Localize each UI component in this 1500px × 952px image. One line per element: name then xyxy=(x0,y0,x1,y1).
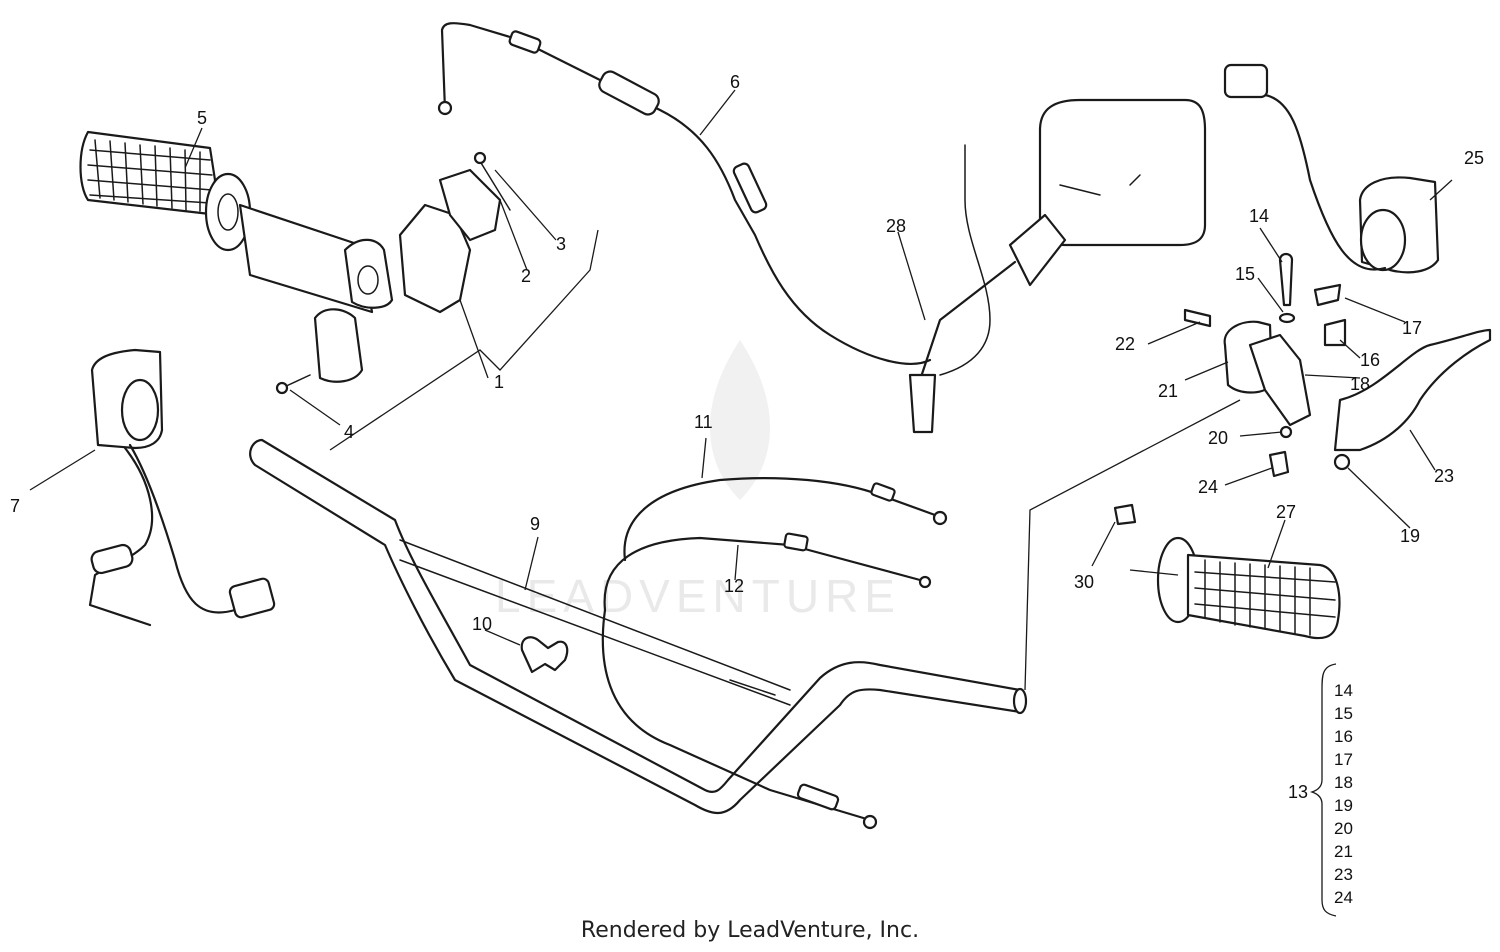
brake-cable xyxy=(601,477,948,830)
mirror xyxy=(908,98,1207,434)
callout-15: 15 xyxy=(1235,264,1255,284)
handlebar xyxy=(249,438,1028,815)
callout-28: 28 xyxy=(886,216,906,236)
right-grip xyxy=(1129,536,1341,640)
callout-19: 19 xyxy=(1400,526,1420,546)
callout-2: 2 xyxy=(521,266,531,286)
assembly-13-list: 13 14 15 16 17 18 19 20 21 23 24 xyxy=(1288,663,1353,917)
assembly-item: 18 xyxy=(1334,773,1353,792)
callout-24: 24 xyxy=(1198,477,1218,497)
callout-25: 25 xyxy=(1464,148,1484,168)
callout-27: 27 xyxy=(1276,502,1296,522)
callout-3: 3 xyxy=(556,234,566,254)
footer-credit: Rendered by LeadVenture, Inc. xyxy=(580,918,920,943)
assembly-item: 24 xyxy=(1334,888,1353,907)
callout-6: 6 xyxy=(730,72,740,92)
callout-12: 12 xyxy=(724,576,744,596)
callout-10: 10 xyxy=(472,614,492,634)
throttle-grip xyxy=(79,130,394,314)
assembly-item: 19 xyxy=(1334,796,1353,815)
callout-18: 18 xyxy=(1350,374,1370,394)
callout-16: 16 xyxy=(1360,350,1380,370)
watermark-text: LEADVENTURE xyxy=(495,570,901,622)
assembly-item: 20 xyxy=(1334,819,1353,838)
throttle-cable xyxy=(437,22,932,365)
callout-20: 20 xyxy=(1208,428,1228,448)
right-switch xyxy=(1223,63,1440,274)
callout-1: 1 xyxy=(494,372,504,392)
callout-7: 7 xyxy=(10,496,20,516)
assembly-item: 16 xyxy=(1334,727,1353,746)
callout-9: 9 xyxy=(530,514,540,534)
callout-30: 30 xyxy=(1074,572,1094,592)
left-switch xyxy=(88,348,276,627)
assembly-item: 23 xyxy=(1334,865,1353,884)
assembly-item: 14 xyxy=(1334,681,1353,700)
callout-23: 23 xyxy=(1434,466,1454,486)
callout-22: 22 xyxy=(1115,334,1135,354)
bar-clamp xyxy=(520,636,569,674)
assembly-item: 21 xyxy=(1334,842,1353,861)
assembly-item: 15 xyxy=(1334,704,1353,723)
assembly-13-label: 13 xyxy=(1288,782,1308,802)
assembly-item: 17 xyxy=(1334,750,1353,769)
callout-11: 11 xyxy=(694,412,713,432)
throttle-housing xyxy=(275,151,599,451)
callout-labels: 5 3 2 1 4 6 7 9 10 11 12 28 14 15 17 16 … xyxy=(10,72,1484,634)
leader-lines xyxy=(29,89,1453,646)
callout-14: 14 xyxy=(1249,206,1269,226)
watermark: LEADVENTURE xyxy=(495,340,901,622)
callout-21: 21 xyxy=(1158,381,1178,401)
clutch-lever-assembly xyxy=(1024,252,1492,691)
callout-4: 4 xyxy=(344,422,354,442)
callout-5: 5 xyxy=(197,108,207,128)
callout-17: 17 xyxy=(1402,318,1422,338)
